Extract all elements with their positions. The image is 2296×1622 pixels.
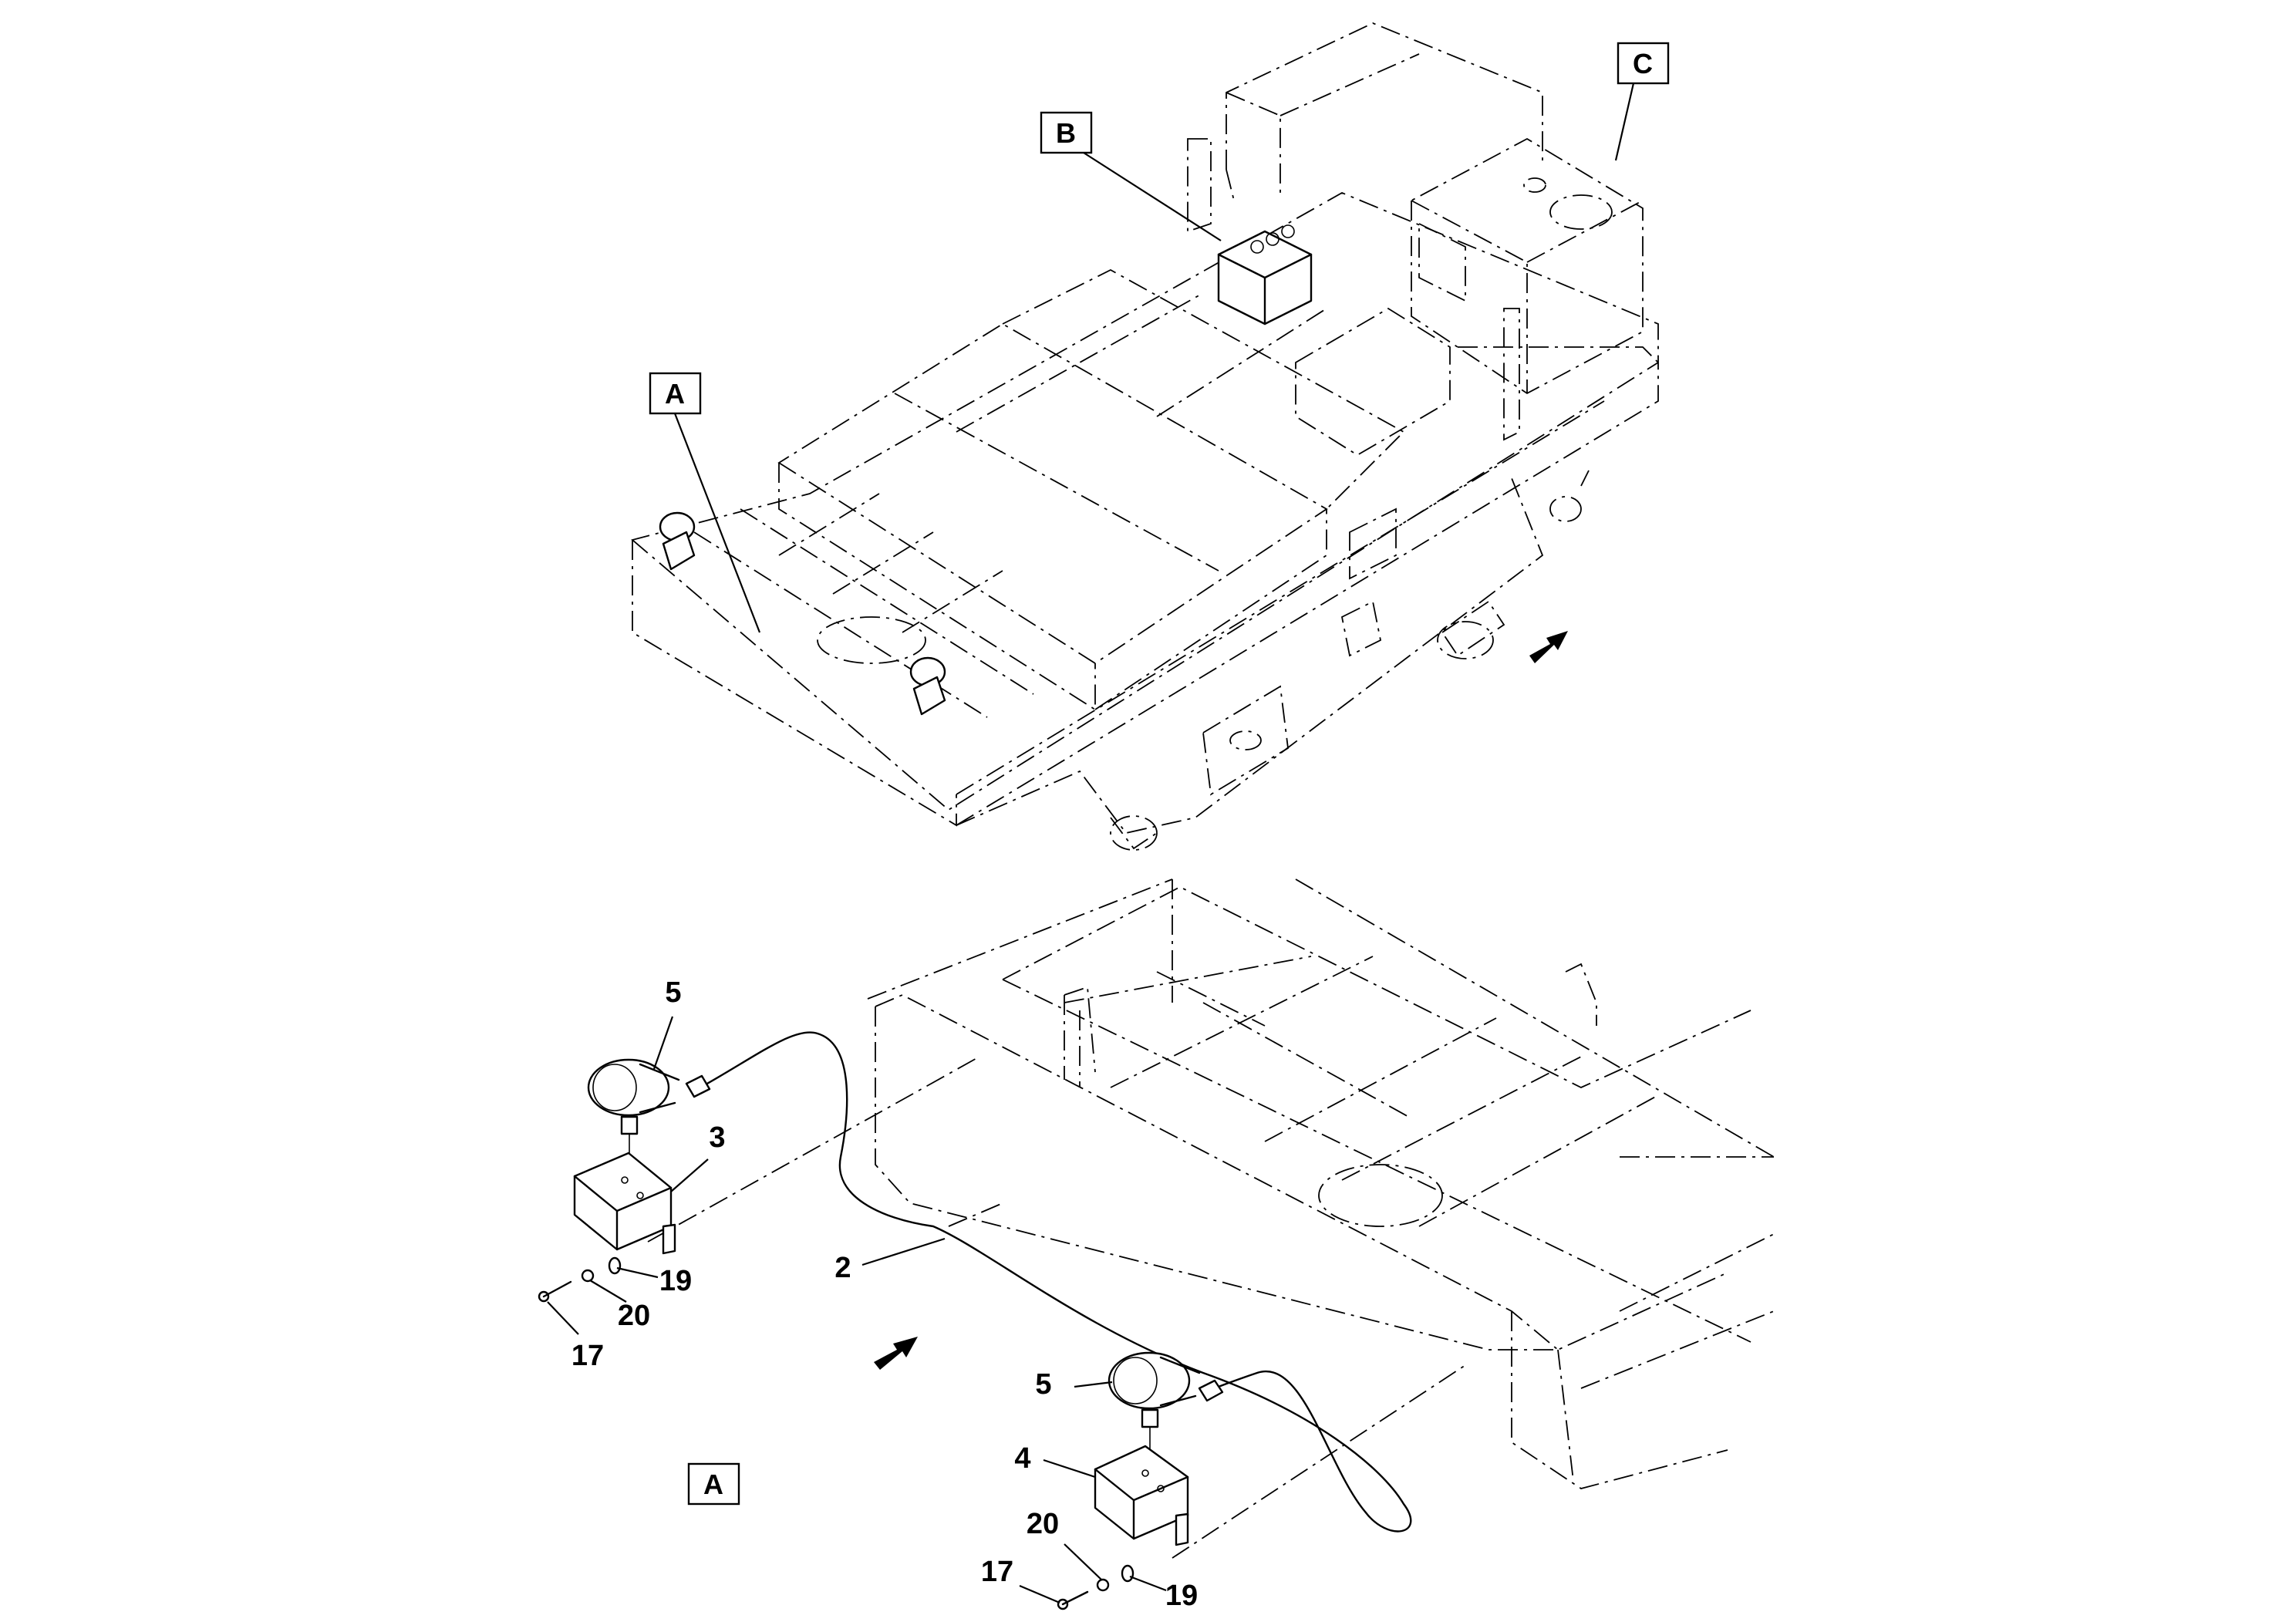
leader-17-left xyxy=(547,1301,579,1335)
callout-bolt-left: 17 xyxy=(571,1340,604,1372)
callout-lamp-left: 5 xyxy=(665,976,681,1009)
leader-20-right xyxy=(1064,1543,1102,1580)
leader-19-right xyxy=(1129,1575,1167,1592)
leader-19-left xyxy=(616,1266,659,1279)
callout-bolt-right: 17 xyxy=(981,1556,1013,1588)
callout-bracket-left: 3 xyxy=(709,1121,725,1154)
callout-harness: 2 xyxy=(834,1252,851,1284)
leader-20-left xyxy=(589,1280,627,1303)
svg-text:B: B xyxy=(1056,117,1076,149)
work-lamp-right xyxy=(1108,1351,1201,1428)
travel-direction-arrow-icon xyxy=(1529,631,1568,663)
callout-washer20-left: 20 xyxy=(618,1300,650,1332)
callout-washer19-right: 19 xyxy=(1165,1580,1198,1612)
leader-2 xyxy=(861,1237,946,1266)
callout-washer20-right: 20 xyxy=(1027,1508,1059,1540)
view-label-b: B xyxy=(1040,111,1093,154)
machine-overview xyxy=(631,22,1659,851)
callout-lamp-right: 5 xyxy=(1035,1368,1051,1401)
wiring-harness xyxy=(685,1031,1412,1533)
work-lamp-left xyxy=(587,1058,680,1135)
callout-washer19-left: 19 xyxy=(659,1265,692,1297)
svg-text:C: C xyxy=(1633,48,1653,79)
bracket-left xyxy=(573,1152,676,1255)
leader-4 xyxy=(1043,1458,1096,1479)
leader-5-left xyxy=(652,1016,674,1070)
leader-c xyxy=(1614,83,1635,161)
view-label-a: A xyxy=(649,372,702,415)
projection-line-left xyxy=(647,1056,980,1243)
projection-line-right xyxy=(1172,1364,1466,1559)
leader-a xyxy=(673,413,761,633)
view-label-c: C xyxy=(1617,42,1670,85)
callout-bracket-right: 4 xyxy=(1014,1442,1030,1475)
detail-view-tag-a: A xyxy=(687,1462,740,1506)
fasteners-left xyxy=(538,1256,622,1303)
leader-3 xyxy=(670,1158,709,1192)
bracket-right xyxy=(1094,1445,1189,1546)
fasteners-right xyxy=(1057,1564,1135,1610)
detail-frame xyxy=(867,878,1775,1489)
overview-lamp-left xyxy=(659,511,696,571)
leader-b xyxy=(1083,152,1222,241)
svg-text:A: A xyxy=(703,1469,723,1500)
leader-5-right xyxy=(1074,1381,1113,1388)
travel-direction-arrow-icon xyxy=(874,1337,918,1370)
leader-17-right xyxy=(1019,1584,1060,1604)
svg-text:A: A xyxy=(665,378,685,410)
overview-lamp-right xyxy=(909,656,946,716)
